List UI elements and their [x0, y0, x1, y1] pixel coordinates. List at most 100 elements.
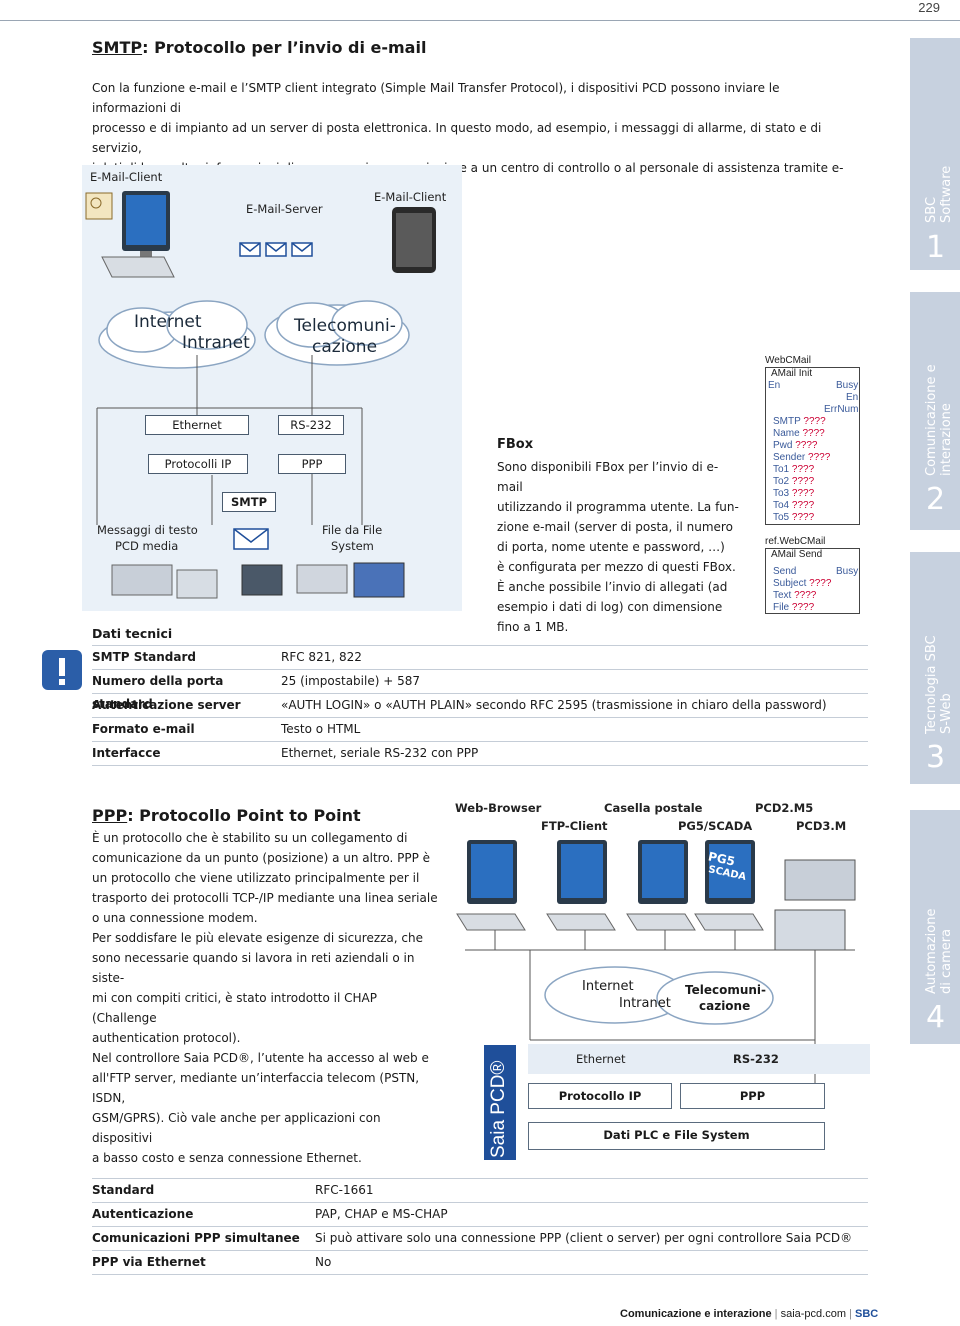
fbox-line: fino a 1 MB.: [497, 620, 569, 634]
fbox-init-block: [765, 367, 860, 525]
protocollo-ip-box: Protocollo IP: [528, 1083, 672, 1109]
fbox-send-block: [765, 548, 860, 614]
ppp-title-prefix: PPP: [92, 806, 128, 825]
fbox-row: File ????: [773, 602, 815, 613]
fbox-init-en-out: En: [846, 392, 859, 403]
intranet-label: Intranet: [619, 996, 671, 1011]
pcd3-label: PCD3.M: [796, 819, 847, 833]
web-browser-label: Web-Browser: [455, 801, 542, 815]
fbox-row: To2 ????: [773, 476, 815, 487]
ppp-line: o una connessione modem.: [92, 911, 258, 925]
table-row: Autenticazione server«AUTH LOGIN» o «AUT…: [92, 694, 868, 718]
ppp-network-diagram: [456, 840, 856, 1090]
ppp-box: PPP: [278, 454, 346, 474]
keyboard-icon: [456, 913, 764, 931]
side-tab-number: 2: [926, 482, 946, 517]
keyboard-icon: [101, 256, 175, 278]
ftp-client-label: FTP-Client: [541, 819, 608, 833]
fbox-row: Text ????: [773, 590, 817, 601]
pcd-devices-icon: [774, 859, 856, 951]
fbox-row: To4 ????: [773, 500, 815, 511]
messaggi-label-2: PCD media: [115, 539, 179, 553]
footer-site[interactable]: saia-pcd.com: [780, 1308, 846, 1320]
fbox-line: esempio i dati di log) con dimensione: [497, 600, 723, 614]
fbox-line: zione e-mail (server di posta, il numero: [497, 520, 733, 534]
fbox-line: di porta, nome utente e password, …): [497, 540, 725, 554]
ppp-line: Per soddisfare le più elevate esigenze d…: [92, 931, 424, 945]
fbox-line: Sono disponibili FBox per l’invio di e-m…: [497, 460, 719, 494]
ppp-line: a basso costo e senza connessione Ethern…: [92, 1151, 362, 1165]
ppp-line: sono necessarie quando si lavora in reti…: [92, 951, 415, 985]
email-client-left-label: E-Mail-Client: [90, 170, 163, 184]
fbox-description: Sono disponibili FBox per l’invio di e-m…: [497, 457, 742, 637]
footer-section: Comunicazione e interazione: [620, 1308, 772, 1320]
ppp-title-rest: : Protocollo Point to Point: [127, 806, 361, 825]
fbox-title: FBox: [497, 437, 534, 452]
fbox-init-header: WebCMail: [765, 355, 811, 366]
fbox-init-en: En: [768, 380, 781, 391]
fbox-line: è configurata per mezzo di questi FBox.: [497, 560, 736, 574]
fbox-send-busy: Busy: [836, 566, 859, 577]
fbox-row: Sender ????: [773, 452, 831, 463]
ppp-line: comunicazione da un punto (posizione) a …: [92, 851, 431, 865]
file-label-1: File da File: [322, 523, 383, 537]
mail-icon: [233, 528, 269, 550]
smtp-title: SMTP: Protocollo per l’invio di e-mail: [92, 38, 426, 57]
fbox-row: Pwd ????: [773, 440, 818, 451]
warning-icon: [42, 650, 82, 690]
casella-label: Casella postale: [604, 801, 703, 815]
fbox-send-ref: ref.WebCMail: [765, 536, 826, 547]
ppp-line: È un protocollo che è stabilito su un co…: [92, 831, 408, 845]
smtp-diagram-graphics: [85, 191, 436, 599]
fbox-row: To5 ????: [773, 512, 815, 523]
fbox-row: Name ????: [773, 428, 825, 439]
email-envelopes-icon: [239, 242, 313, 257]
ppp-line: Nel controllore Saia PCD®, l’utente ha a…: [92, 1051, 429, 1065]
fbox-init-busy: Busy: [836, 380, 859, 391]
interface-band: [528, 1044, 870, 1074]
top-rule: [0, 20, 960, 21]
fbox-line: utilizzando il programma utente. La fun-: [497, 500, 739, 514]
fbox-row: To3 ????: [773, 488, 815, 499]
fbox-row: To1 ????: [773, 464, 815, 475]
fbox-row: SMTP ????: [773, 416, 826, 427]
pcd2-label: PCD2.M5: [755, 801, 814, 815]
footer: Comunicazione e interazione | saia-pcd.c…: [620, 1308, 879, 1320]
pg5-label: PG5/SCADA: [678, 819, 753, 833]
rs232-box: RS-232: [278, 415, 344, 435]
cloud-intranet-label: Intranet: [182, 333, 250, 353]
saia-pcd-band: [484, 1045, 516, 1160]
telecom-label-2: cazione: [699, 999, 751, 1013]
fbox-send-rows: Subject ???? Text ???? File ????: [773, 578, 831, 614]
email-server-label: E-Mail-Server: [246, 202, 323, 216]
fbox-line: È anche possibile l’invio di allegati (a…: [497, 580, 728, 594]
cloud-icon: [544, 966, 774, 1025]
smtp-title-rest: : Protocollo per l’invio di e-mail: [142, 38, 427, 57]
smtp-box: SMTP: [222, 492, 276, 512]
rs232-label: RS-232: [733, 1052, 779, 1066]
ppp-line: mi con compiti critici, è stato introdot…: [92, 991, 377, 1025]
smtp-paragraph-line: processo e di impianto ad un server di p…: [92, 121, 822, 155]
footer-brand-logo: SBC: [854, 1308, 879, 1320]
ppp-line: un protocollo che viene utilizzato princ…: [92, 871, 420, 885]
fbox-send-title: AMail Send: [771, 549, 823, 560]
pcd-devices-icon: [111, 562, 405, 599]
protocolli-ip-box: Protocolli IP: [148, 454, 248, 474]
ethernet-label: Ethernet: [576, 1052, 626, 1066]
telecom-label-1: Telecomuni-: [685, 983, 767, 997]
